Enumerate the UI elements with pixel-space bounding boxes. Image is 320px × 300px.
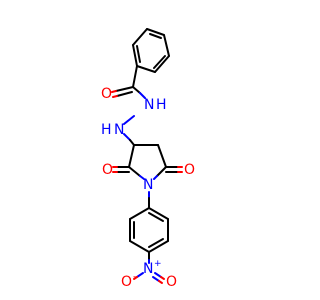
atom-oxygen: O	[166, 274, 177, 290]
bond	[152, 276, 160, 282]
molecule-drawing: O N H H N O N O N + O - O	[101, 28, 195, 290]
bond	[129, 240, 150, 253]
bond	[115, 86, 134, 92]
atom-nitrogen: N	[143, 261, 153, 277]
bond	[128, 144, 135, 168]
bond	[132, 65, 138, 88]
bond	[128, 166, 141, 177]
bond	[136, 272, 144, 278]
bond	[153, 175, 158, 180]
atom-hydrogen: H	[156, 97, 167, 113]
nitrophenyl-ring	[129, 207, 169, 253]
bond	[148, 207, 169, 220]
bond	[136, 45, 141, 63]
bond	[148, 240, 169, 253]
bond	[139, 92, 146, 99]
bond	[148, 212, 164, 222]
succinimide-ring	[128, 144, 167, 180]
bond	[123, 133, 131, 141]
bond	[129, 207, 150, 220]
bond	[154, 272, 162, 278]
bond	[158, 280, 163, 284]
atom-charge-plus: +	[154, 259, 162, 269]
bond	[146, 28, 165, 36]
bond	[133, 276, 138, 280]
atom-nitrogen: N	[143, 177, 153, 193]
bond	[156, 166, 167, 177]
bond	[116, 91, 133, 97]
bond	[129, 139, 135, 146]
atom-oxygen: O	[101, 86, 112, 102]
bond	[132, 44, 138, 67]
benzene-ring	[132, 28, 170, 73]
bond	[148, 238, 164, 248]
chemical-structure-diagram: O N H H N O N O N + O - O	[101, 28, 196, 290]
bond	[132, 86, 141, 94]
bond	[111, 90, 117, 93]
bond	[157, 144, 167, 168]
bond	[132, 28, 148, 46]
bond	[112, 95, 118, 98]
atom-oxygen: O	[102, 162, 113, 178]
bond	[153, 55, 166, 69]
bond	[123, 115, 135, 125]
atom-oxygen: O	[184, 162, 195, 178]
atom-nitrogen: N	[144, 97, 154, 113]
bond	[149, 33, 162, 39]
bond	[139, 175, 145, 180]
atom-nitrogen: N	[114, 122, 124, 138]
bond	[163, 34, 170, 57]
bond	[136, 65, 156, 73]
atom-charge-minus: -	[133, 272, 136, 282]
bond	[160, 276, 165, 280]
atom-oxygen: O	[121, 274, 132, 290]
atom-hydrogen: H	[101, 122, 112, 138]
bond	[154, 55, 170, 73]
